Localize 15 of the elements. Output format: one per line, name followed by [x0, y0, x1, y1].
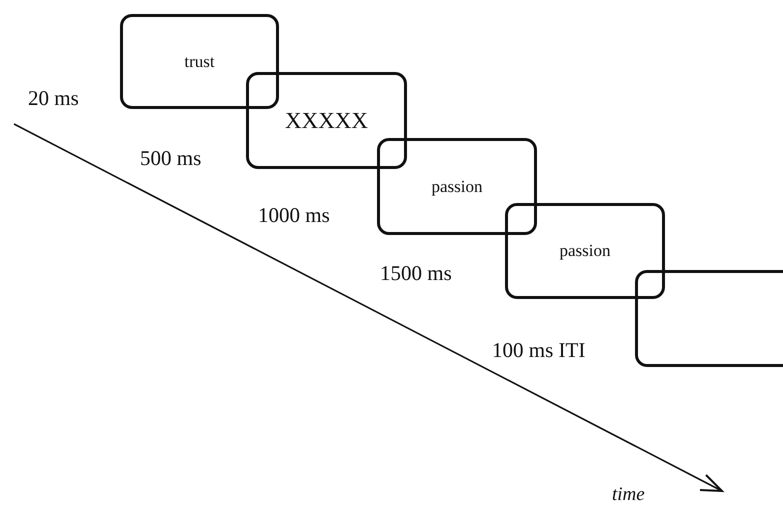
stimulus-word: passion [432, 176, 482, 196]
axis-label: time [612, 484, 645, 506]
stimulus-word: passion [560, 241, 610, 261]
duration-label: 1500 ms [380, 261, 452, 286]
stimulus-frame [505, 203, 665, 299]
duration-label: 500 ms [140, 146, 202, 171]
duration-label: 20 ms [28, 86, 79, 111]
duration-label: 1000 ms [258, 203, 330, 228]
stimulus-word: trust [184, 52, 215, 72]
stimulus-frame [377, 138, 537, 235]
stimulus-frame [120, 14, 279, 109]
duration-label: 100 ms ITI [492, 338, 586, 363]
blank-frame [635, 270, 783, 367]
stimulus-word: XXXXX [284, 108, 368, 134]
stimulus-frame [246, 72, 407, 169]
